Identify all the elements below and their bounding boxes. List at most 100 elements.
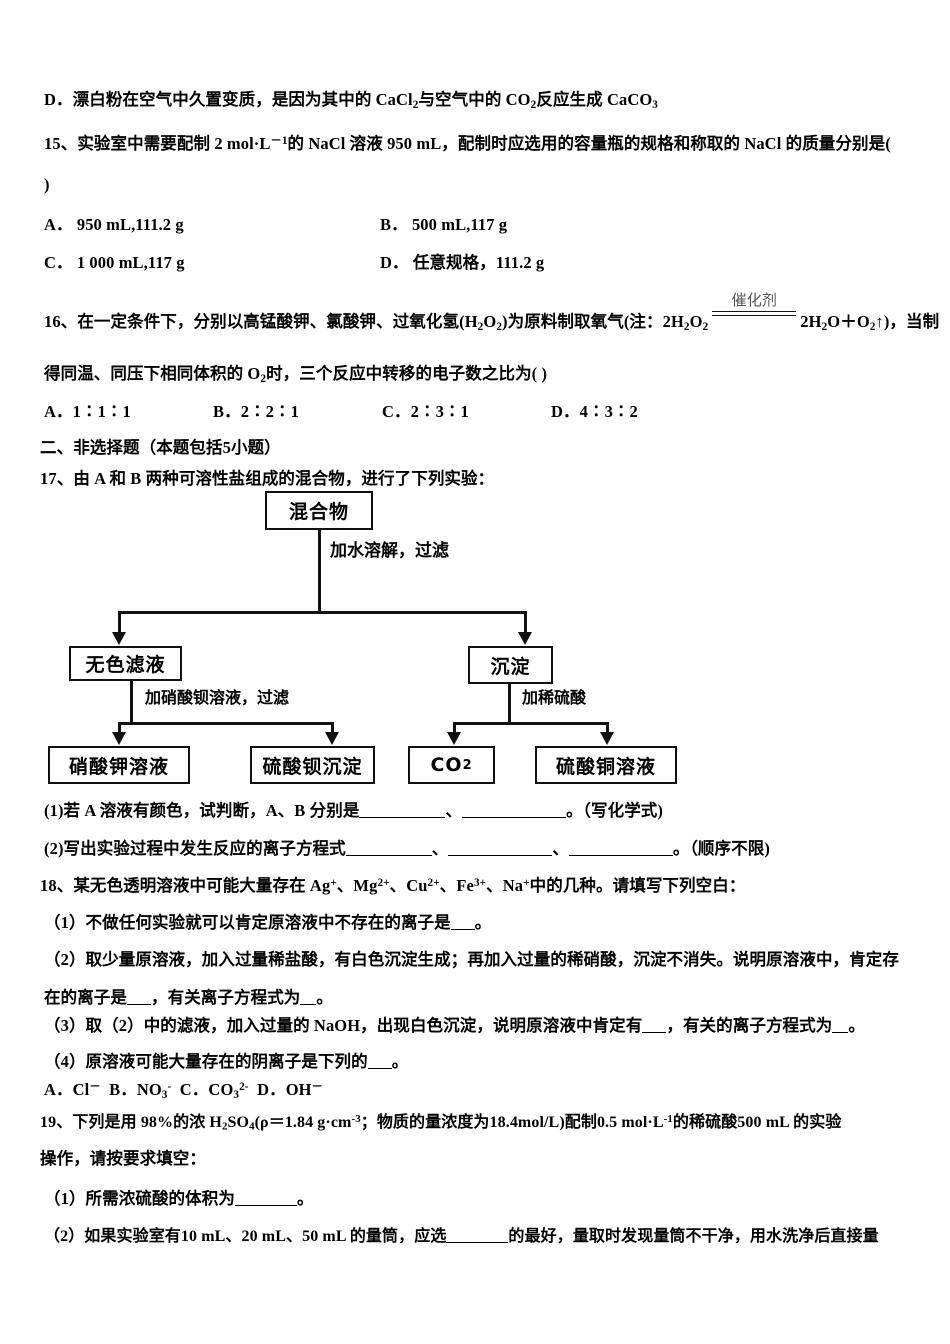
option-sup: 2- xyxy=(239,1080,249,1093)
flow-split-2-right xyxy=(453,722,608,725)
answer-blank[interactable] xyxy=(234,1205,297,1206)
q18-option-b[interactable]: B．NO3- xyxy=(109,1080,171,1101)
option-text: 1 000 mL,117 g xyxy=(76,253,185,272)
q18-option-a[interactable]: A．Cl－ xyxy=(44,1080,101,1099)
q19-stem-b: SO xyxy=(227,1114,250,1131)
answer-blank[interactable] xyxy=(359,817,446,818)
flow-box-barium-sulfate-precipitate: 硫酸钡沉淀 xyxy=(250,746,375,784)
q18-stem-a: 某无色透明溶液中可能大量存在 Ag xyxy=(73,876,331,895)
product-b: O＋O xyxy=(827,312,870,331)
q15-option-a[interactable]: A． 950 mL,111.2 g xyxy=(44,211,184,235)
answer-blank[interactable] xyxy=(345,855,432,856)
q18-sub3-text-a: （3）取（2）中的滤液，加入过量的 NaOH，出现白色沉淀，说明原溶液中肯定有 xyxy=(44,1016,643,1035)
q17-sub2-sep2: 、 xyxy=(552,839,569,858)
product-c: ↑)，当制 xyxy=(875,312,940,331)
sub-h2: 2 xyxy=(477,320,484,333)
q16-option-c[interactable]: C．2∶3∶1 xyxy=(382,398,469,422)
answer-blank[interactable] xyxy=(367,1068,392,1069)
q16-option-b[interactable]: B．2∶2∶1 xyxy=(213,398,299,422)
q15-option-d[interactable]: D． 任意规格，111.2 g xyxy=(380,249,544,273)
q19-stem-line1: 19、下列是用 98%的浓 H2SO4(ρ＝1.84 g·cm-3；物质的量浓度… xyxy=(40,1108,841,1133)
answer-blank[interactable] xyxy=(448,855,553,856)
q19-sub2: （2）如果实验室有10 mL、20 mL、50 mL 的量筒，应选 的最好，量取时… xyxy=(44,1222,879,1246)
answer-blank[interactable] xyxy=(642,1032,667,1033)
q19-sub2-text-b: 的最好，量取时发现量筒不干净，用水洗净后直接量 xyxy=(508,1228,879,1245)
paren-close: ) xyxy=(44,175,50,194)
option-text: 950 mL,111.2 g xyxy=(76,215,184,234)
catalyst-arrow: 催化剂 xyxy=(708,293,800,328)
answer-blank[interactable] xyxy=(450,929,475,930)
flow-connector-2-left xyxy=(130,681,133,724)
q15-stem-close: ) xyxy=(44,175,50,195)
option-text: NO xyxy=(136,1080,162,1099)
answer-blank[interactable] xyxy=(832,1032,849,1033)
answer-blank[interactable] xyxy=(446,1242,509,1243)
product-a: 2H xyxy=(800,312,822,331)
flow-box-precipitate: 沉淀 xyxy=(468,646,553,684)
q17-sub2-text-d: 。（顺序不限) xyxy=(672,839,770,858)
option-label: C． xyxy=(44,253,73,272)
sub-cacl2: 2 xyxy=(412,98,419,111)
q19-sub1: （1）所需浓硫酸的体积为。 xyxy=(44,1185,314,1209)
q17-sub2-sep1: 、 xyxy=(431,839,449,858)
option-text: OH xyxy=(285,1080,312,1099)
q19-stem-d: ；物质的量浓度为18.4mol/L)配制0.5 mol·L xyxy=(360,1114,664,1131)
q18-sub2-text-c: ，有关离子方程式为 xyxy=(151,988,301,1007)
sub-co2: 2 xyxy=(530,98,537,111)
q17-sub1-text-a: (1)若 A 溶液有颜色，试判断，A、B 分别是 xyxy=(44,801,360,820)
q17-stem-text: 由 A 和 B 两种可溶性盐组成的混合物，进行了下列实验： xyxy=(73,469,495,488)
answer-blank[interactable] xyxy=(300,1004,317,1005)
catalyst-double-line xyxy=(712,310,797,316)
q16-stem-b: O xyxy=(483,312,497,331)
q15-stem-a: 实验室中需要配制 2 mol·L xyxy=(77,134,271,153)
answer-blank[interactable] xyxy=(127,1004,151,1005)
sup-mg: 2+ xyxy=(377,876,390,889)
q18-sub4-text: （4）原溶液可能大量存在的阴离子是下列的 xyxy=(44,1052,368,1071)
answer-blank[interactable] xyxy=(462,817,567,818)
option-label: A． xyxy=(44,1080,73,1099)
option-text: 2∶3∶1 xyxy=(410,402,469,421)
flow-box-potassium-nitrate-solution: 硝酸钾溶液 xyxy=(48,746,190,784)
option-label: A． xyxy=(44,215,73,234)
flow-arrow-rl xyxy=(447,732,461,745)
q16-option-d[interactable]: D．4∶3∶2 xyxy=(551,398,638,422)
flow-arrow-right xyxy=(518,632,532,645)
option-text: 任意规格，111.2 g xyxy=(412,253,545,272)
q18-option-c[interactable]: C．CO32- xyxy=(179,1080,249,1101)
option-text: CO xyxy=(208,1080,234,1099)
flow-arrow-ll xyxy=(112,732,126,745)
flow-connector-2-right xyxy=(508,684,511,724)
sub-product-h2: 2 xyxy=(821,320,828,333)
flow-box-copper-sulfate-solution: 硫酸铜溶液 xyxy=(535,746,677,784)
answer-blank[interactable] xyxy=(568,855,673,856)
q17-sub1: (1)若 A 溶液有颜色，试判断，A、B 分别是、。（写化学式) xyxy=(44,797,663,821)
option-label: B． xyxy=(213,402,241,421)
q15-option-b[interactable]: B． 500 mL,117 g xyxy=(380,211,507,235)
q19-sub2-text-a: （2）如果实验室有10 mL、20 mL、50 mL 的量筒，应选 xyxy=(44,1228,447,1245)
option-label: C． xyxy=(179,1080,209,1099)
option-sub: 3 xyxy=(161,1088,168,1101)
q19-number: 19、 xyxy=(40,1114,73,1131)
q18-sub2-line2: 在的离子是，有关离子方程式为。 xyxy=(44,984,333,1008)
q18-sub1: （1）不做任何实验就可以肯定原溶液中不存在的离子是。 xyxy=(44,909,491,933)
q19-stem-e: 的稀硫酸500 mL 的实验 xyxy=(672,1114,842,1131)
option-text: Cl xyxy=(72,1080,90,1099)
sub-caco3: 3 xyxy=(652,98,659,111)
option-text: 4∶3∶2 xyxy=(579,402,638,421)
q18-sub1-text: （1）不做任何实验就可以肯定原溶液中不存在的离子是 xyxy=(44,913,451,932)
q17-sub1-sep: 、 xyxy=(445,801,463,820)
experiment-flowchart: 混合物 加水溶解，过滤 无色滤液 沉淀 加硝酸钡溶液，过滤 加稀硫酸 硝酸钾溶液… xyxy=(40,480,720,784)
q16-stem-line2: 得同温、同压下相同体积的 O2时，三个反应中转移的电子数之比为( ) xyxy=(44,360,547,385)
q16-option-a[interactable]: A．1∶1∶1 xyxy=(44,398,131,422)
q17-sub2-text-a: (2)写出实验过程中发生反应的离子方程式 xyxy=(44,839,346,858)
option-label: B． xyxy=(109,1080,137,1099)
q18-option-d[interactable]: D．OH－ xyxy=(257,1080,323,1099)
q15-option-c[interactable]: C． 1 000 mL,117 g xyxy=(44,249,185,273)
option-label: D． xyxy=(380,253,409,272)
q16-stem-a: 在一定条件下，分别以高锰酸钾、氯酸钾、过氧化氢(H xyxy=(77,312,478,331)
q16-line2-a: 得同温、同压下相同体积的 O xyxy=(44,364,261,383)
flow-split-2-left xyxy=(118,722,333,725)
sub-h2: 2 xyxy=(221,1120,228,1133)
q16-stem-d: O xyxy=(689,312,703,331)
